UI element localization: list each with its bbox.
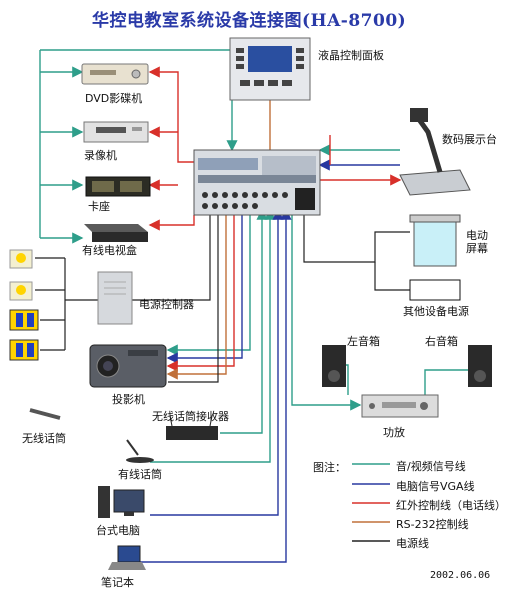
label-wireless-mic: 无线话筒 bbox=[22, 432, 66, 445]
ir-control-lines bbox=[148, 66, 402, 372]
label-right-speaker: 右音箱 bbox=[425, 335, 458, 348]
speaker-devices bbox=[322, 345, 492, 387]
legend-item-rs232: RS-232控制线 bbox=[396, 518, 469, 531]
label-wired-mic: 有线话筒 bbox=[118, 468, 162, 481]
label-projector: 投影机 bbox=[112, 393, 145, 406]
wireless-mic-device bbox=[29, 408, 61, 420]
host-unit bbox=[193, 149, 321, 216]
label-screen: 电动 屏幕 bbox=[466, 229, 488, 255]
label-dvd: DVD影碟机 bbox=[85, 92, 143, 105]
other-power-device bbox=[409, 279, 461, 301]
label-laptop: 笔记本 bbox=[101, 576, 134, 589]
label-lcd-panel: 液晶控制面板 bbox=[318, 49, 384, 62]
projector-device bbox=[89, 344, 167, 388]
legend-item-av: 音/视频信号线 bbox=[396, 460, 466, 473]
lcd-panel-device bbox=[229, 37, 311, 101]
label-visualizer: 数码展示台 bbox=[442, 133, 497, 146]
dvd-player-device bbox=[81, 63, 149, 85]
power-controller-device bbox=[97, 271, 133, 325]
label-wireless-receiver: 无线话筒接收器 bbox=[152, 410, 229, 423]
laptop-device bbox=[108, 545, 146, 570]
label-other-power: 其他设备电源 bbox=[403, 305, 469, 318]
label-power-controller: 电源控制器 bbox=[139, 298, 194, 311]
legend-lines bbox=[352, 463, 390, 542]
page-title: 华控电教室系统设备连接图(HA-8700) bbox=[92, 11, 407, 31]
label-left-speaker: 左音箱 bbox=[347, 335, 380, 348]
diagram-date: 2002.06.06 bbox=[430, 570, 491, 581]
amplifier-device bbox=[361, 394, 439, 418]
label-desktop-pc: 台式电脑 bbox=[96, 524, 140, 537]
legend-item-vga: 电脑信号VGA线 bbox=[396, 480, 475, 493]
vcr-device bbox=[83, 121, 149, 143]
label-cassette: 卡座 bbox=[88, 200, 110, 213]
visualizer-device bbox=[399, 108, 471, 196]
label-vcr: 录像机 bbox=[84, 149, 117, 162]
desktop-pc-device bbox=[98, 486, 145, 518]
screen-device bbox=[409, 214, 461, 267]
label-cable-tv: 有线电视盒 bbox=[82, 244, 137, 257]
vga-lines bbox=[140, 159, 400, 563]
cable-tv-box-device bbox=[84, 224, 148, 242]
legend-heading: 图注： bbox=[313, 461, 346, 474]
wired-mic-device bbox=[126, 439, 154, 463]
legend-item-ir: 红外控制线（电话线） bbox=[396, 499, 506, 512]
lamp-devices bbox=[9, 249, 39, 361]
cassette-deck-device bbox=[85, 176, 151, 197]
rs232-lines bbox=[166, 100, 271, 380]
label-amplifier: 功放 bbox=[383, 426, 405, 439]
legend-item-power: 电源线 bbox=[396, 537, 429, 550]
wireless-receiver-device bbox=[166, 415, 218, 440]
power-lines bbox=[35, 215, 410, 383]
